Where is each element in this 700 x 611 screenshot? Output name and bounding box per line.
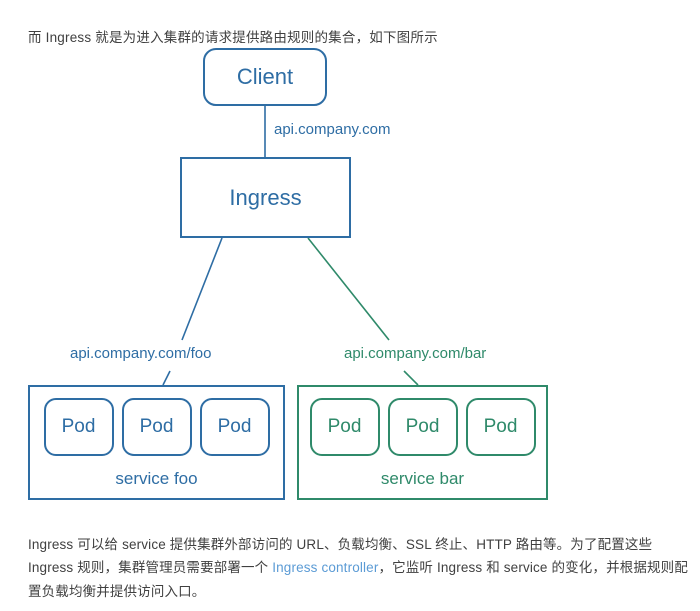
client-node[interactable]: Client [203,48,327,106]
intro-paragraph: 而 Ingress 就是为进入集群的请求提供路由规则的集合，如下图所示 [28,29,438,45]
diagram-connectors [162,106,419,386]
edge-ingress-foo-lower [162,370,171,386]
pod-box[interactable]: Pod [387,398,458,456]
ingress-controller-link[interactable]: Ingress controller [272,560,379,575]
edge-label-ingress-bar: api.company.com/bar [344,345,487,362]
edge-ingress-bar-lower [403,370,419,386]
service-bar-caption: service bar [380,469,465,488]
client-label: Client [236,64,294,89]
service-foo-group[interactable]: Pod Pod Pod service foo [28,385,285,500]
pod-box[interactable]: Pod [43,398,114,456]
pod-box[interactable]: Pod [199,398,270,456]
pod-box[interactable]: Pod [309,398,380,456]
outro-paragraph: Ingress 可以给 service 提供集群外部访问的 URL、负载均衡、S… [28,533,688,604]
service-bar-group[interactable]: Pod Pod Pod service bar [297,385,548,500]
pod-label: Pod [327,416,362,437]
pod-label: Pod [61,416,96,437]
pod-row-bar: Pod Pod Pod [299,398,546,456]
outro-text-part2: ，它监听 Ingress 和 service 的变化，并根据规则配置负载均衡并提… [28,560,688,599]
ingress-node[interactable]: Ingress [180,157,351,238]
edge-label-ingress-foo: api.company.com/foo [70,345,212,362]
ingress-diagram: Client api.company.com Ingress api.compa… [0,40,700,510]
pod-label: Pod [139,416,174,437]
pod-label: Pod [217,416,252,437]
edge-ingress-bar-upper [307,237,390,341]
ingress-label: Ingress [229,184,302,210]
pod-label: Pod [483,416,518,437]
pod-row-foo: Pod Pod Pod [30,398,283,456]
pod-box[interactable]: Pod [121,398,192,456]
pod-box[interactable]: Pod [465,398,536,456]
outro-text-part1: Ingress 可以给 service 提供集群外部访问的 URL、负载均衡、S… [28,536,653,576]
edge-label-client-ingress: api.company.com [274,121,391,138]
pod-label: Pod [405,416,440,437]
service-foo-caption: service foo [115,469,198,488]
edge-ingress-foo-upper [181,237,223,341]
